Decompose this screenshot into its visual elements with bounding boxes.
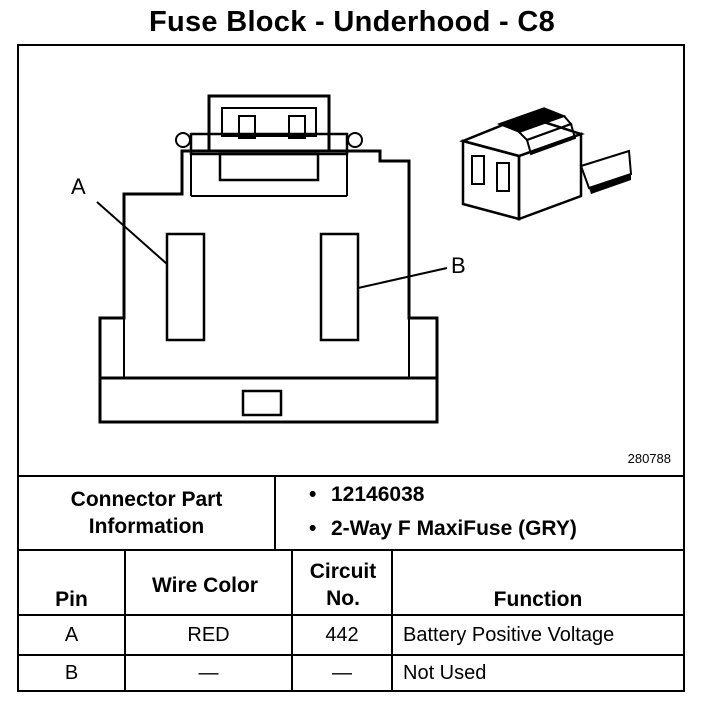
divider — [19, 475, 683, 477]
table-cell-circuit-no: 442 — [325, 623, 359, 646]
table-cell-function: Battery Positive Voltage — [403, 623, 615, 646]
header-function: Function — [493, 587, 583, 611]
connector-face-drawing — [96, 94, 448, 424]
divider — [19, 614, 683, 616]
part-number: 12146038 — [331, 483, 425, 506]
pin-a-label: A — [71, 174, 86, 199]
divider — [274, 475, 276, 549]
table-cell-circuit-no: — — [332, 661, 352, 684]
connector-sheet: A B 280788 Connector Part Information • 1… — [17, 44, 685, 692]
table-cell-function: Not Used — [403, 661, 487, 684]
connector-info-label: Connector Part Information — [70, 488, 223, 538]
header-pin: Pin — [55, 587, 88, 611]
connector-info-item: • 2-Way F MaxiFuse (GRY) — [309, 517, 577, 541]
page-title: Fuse Block - Underhood - C8 — [148, 6, 556, 38]
connector-description: 2-Way F MaxiFuse (GRY) — [331, 517, 577, 540]
pin-b-label: B — [451, 253, 466, 278]
divider — [391, 549, 393, 690]
connector-info-item: • 12146038 — [309, 483, 424, 507]
divider — [291, 549, 293, 690]
diagram-area: A B 280788 — [19, 46, 683, 475]
table-cell-wire-color: RED — [187, 623, 230, 646]
divider — [124, 549, 126, 690]
table-cell-wire-color: — — [198, 661, 219, 684]
bullet-icon: • — [309, 517, 317, 540]
connector-isometric-drawing — [459, 107, 633, 221]
table-cell-pin: A — [64, 623, 79, 646]
divider — [19, 654, 683, 656]
divider — [19, 549, 683, 551]
table-cell-pin: B — [64, 661, 79, 684]
header-wire-color: Wire Color — [152, 573, 258, 597]
header-circuit-no: Circuit No. — [309, 560, 377, 610]
bullet-icon: • — [309, 483, 317, 506]
figure-number: 280788 — [627, 451, 671, 466]
